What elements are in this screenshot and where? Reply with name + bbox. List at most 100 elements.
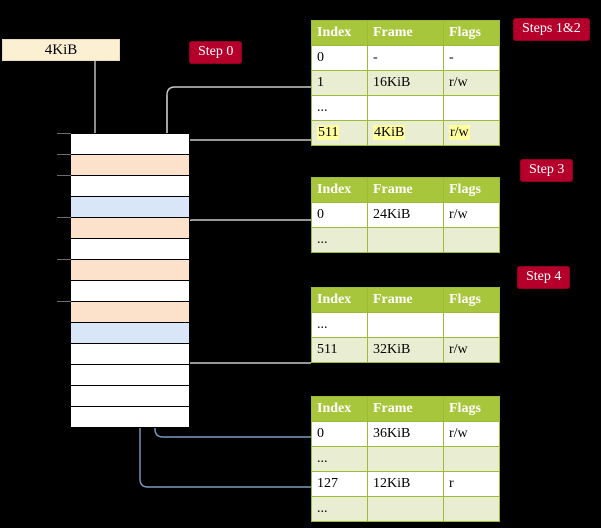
cell-flags: r/w	[443, 120, 500, 146]
memory-row	[70, 175, 190, 197]
cell-frame	[367, 312, 444, 338]
cell-frame	[367, 496, 444, 522]
memory-row	[70, 238, 190, 260]
table-row[interactable]: 511 32KiB r/w	[311, 337, 500, 363]
cell-frame: 12KiB	[367, 471, 444, 497]
memory-row	[70, 154, 190, 176]
link-l3-to-memory	[172, 219, 311, 257]
memory-row	[70, 259, 190, 281]
memory-row	[70, 133, 190, 155]
header-frame: Frame	[367, 396, 444, 422]
cell-index: ...	[311, 446, 368, 472]
badge-step-0: Step 0	[189, 41, 243, 64]
cell-index: 127	[311, 471, 368, 497]
memory-row	[70, 364, 190, 386]
physical-memory-column	[70, 133, 190, 428]
table-row[interactable]: 0 36KiB r/w	[311, 421, 500, 447]
cell-frame-text: 4KiB	[373, 125, 406, 140]
cell-flags-text: r/w	[449, 125, 470, 140]
cell-frame	[367, 95, 444, 121]
cell-frame: -	[367, 45, 444, 71]
cell-index: 0	[311, 45, 368, 71]
cell-index: ...	[311, 95, 368, 121]
memory-row	[70, 217, 190, 239]
cell-index: ...	[311, 312, 368, 338]
badge-step-4: Step 4	[517, 266, 571, 289]
table-header-row: Index Frame Flags	[311, 396, 500, 422]
cell-index: 0	[311, 202, 368, 228]
memory-tick	[57, 154, 71, 155]
cell-frame: 16KiB	[367, 70, 444, 96]
memory-row	[70, 385, 190, 407]
badge-steps-1-2: Steps 1&2	[513, 18, 590, 41]
table-row[interactable]: ...	[311, 312, 500, 338]
header-flags: Flags	[443, 396, 500, 422]
badge-step-3: Step 3	[520, 159, 574, 182]
header-flags: Flags	[443, 287, 500, 313]
memory-tick	[57, 301, 71, 302]
cr3-frame-box: 4KiB	[2, 39, 120, 61]
memory-row	[70, 406, 190, 428]
memory-row	[70, 280, 190, 302]
table-row[interactable]: ...	[311, 496, 500, 522]
page-table-level2: Index Frame Flags ... 511 32KiB r/w	[311, 287, 500, 363]
header-index: Index	[311, 396, 368, 422]
cell-flags	[443, 95, 500, 121]
header-index: Index	[311, 177, 368, 203]
cell-frame	[367, 446, 444, 472]
cell-index: 1	[311, 70, 368, 96]
cr3-frame-label: 4KiB	[44, 41, 78, 58]
cell-flags: r/w	[443, 202, 500, 228]
memory-row	[70, 322, 190, 344]
cell-frame	[367, 227, 444, 253]
cell-index-text: 511	[317, 125, 340, 140]
table-row[interactable]: ...	[311, 227, 500, 253]
header-frame: Frame	[367, 177, 444, 203]
memory-tick	[57, 133, 71, 134]
cell-flags: r/w	[443, 421, 500, 447]
link-l1-row127-to-memory	[139, 230, 311, 488]
memory-row	[70, 301, 190, 323]
memory-tick	[57, 259, 71, 260]
page-table-level4: Index Frame Flags 0 - - 1 16KiB r/w ... …	[311, 20, 500, 146]
memory-row	[70, 343, 190, 365]
cell-flags	[443, 227, 500, 253]
link-l2-to-memory	[179, 330, 311, 364]
table-row[interactable]: ...	[311, 95, 500, 121]
cell-flags: r	[443, 471, 500, 497]
cell-flags	[443, 312, 500, 338]
table-header-row: Index Frame Flags	[311, 20, 500, 46]
cell-index: 511	[311, 120, 368, 146]
memory-row	[70, 196, 190, 218]
table-row[interactable]: 127 12KiB r	[311, 471, 500, 497]
cell-frame: 36KiB	[367, 421, 444, 447]
cell-flags: r/w	[443, 70, 500, 96]
header-index: Index	[311, 20, 368, 46]
cell-flags	[443, 446, 500, 472]
table-row[interactable]: ...	[311, 446, 500, 472]
table-row-highlighted[interactable]: 511 4KiB r/w	[311, 120, 500, 146]
cell-index: 511	[311, 337, 368, 363]
cell-frame: 32KiB	[367, 337, 444, 363]
header-frame: Frame	[367, 287, 444, 313]
cell-index: 0	[311, 421, 368, 447]
memory-tick	[57, 175, 71, 176]
page-table-level3: Index Frame Flags 0 24KiB r/w ...	[311, 177, 500, 253]
table-header-row: Index Frame Flags	[311, 177, 500, 203]
cell-frame: 24KiB	[367, 202, 444, 228]
table-row[interactable]: 1 16KiB r/w	[311, 70, 500, 96]
header-flags: Flags	[443, 20, 500, 46]
cell-flags: -	[443, 45, 500, 71]
memory-tick	[57, 217, 71, 218]
link-l1-row0-to-memory	[154, 350, 311, 438]
header-frame: Frame	[367, 20, 444, 46]
cell-index: ...	[311, 227, 368, 253]
table-row[interactable]: 0 - -	[311, 45, 500, 71]
cell-flags: r/w	[443, 337, 500, 363]
cell-frame: 4KiB	[367, 120, 444, 146]
header-index: Index	[311, 287, 368, 313]
table-header-row: Index Frame Flags	[311, 287, 500, 313]
table-row[interactable]: 0 24KiB r/w	[311, 202, 500, 228]
cell-index: ...	[311, 496, 368, 522]
